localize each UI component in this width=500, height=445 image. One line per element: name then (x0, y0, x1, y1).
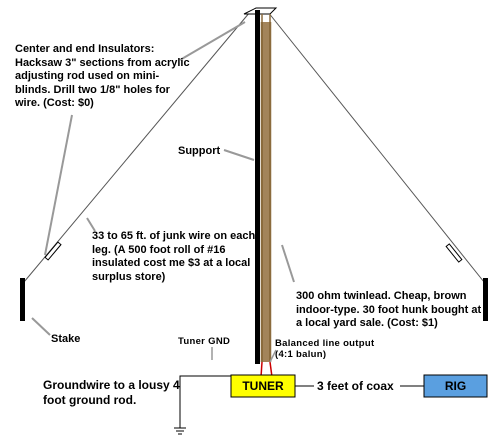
balanced-output-label: Balanced line output (4:1 balun) (275, 338, 375, 360)
support-pole (255, 10, 260, 364)
right-antenna-leg (267, 11, 485, 283)
ground-wire (179, 375, 231, 428)
leader-insulators-left (44, 114, 73, 256)
leader-twinlead (281, 244, 295, 283)
leader-balanced (269, 349, 277, 363)
tuner-label: TUNER (242, 379, 284, 393)
rig-label: RIG (444, 379, 467, 393)
leader-insulators-center (179, 21, 246, 61)
groundwire-label: Groundwire to a lousy 4 foot ground rod. (43, 378, 180, 407)
right-stake (483, 278, 488, 321)
leader-wire (86, 217, 96, 232)
leader-support (223, 149, 255, 161)
support-label: Support (178, 145, 221, 157)
rig-box (423, 374, 488, 398)
stake-label: Stake (51, 333, 81, 345)
right-end-insulator (445, 243, 463, 263)
leader-stake (31, 317, 51, 336)
tuner-gnd-label: Tuner GND (178, 336, 231, 347)
left-stake (20, 278, 25, 321)
insulators-label: Center and end Insulators: Hacksaw 3" se… (15, 43, 190, 109)
twinlead-web (263, 22, 269, 362)
coax-label: 3 feet of coax (317, 379, 394, 393)
twinlead-label: 300 ohm twinlead. Cheap, brown indoor-ty… (296, 290, 482, 329)
left-antenna-leg (23, 11, 251, 283)
left-end-insulator (44, 241, 62, 261)
wire-label: 33 to 65 ft. of junk wire on each leg. (… (92, 230, 256, 283)
